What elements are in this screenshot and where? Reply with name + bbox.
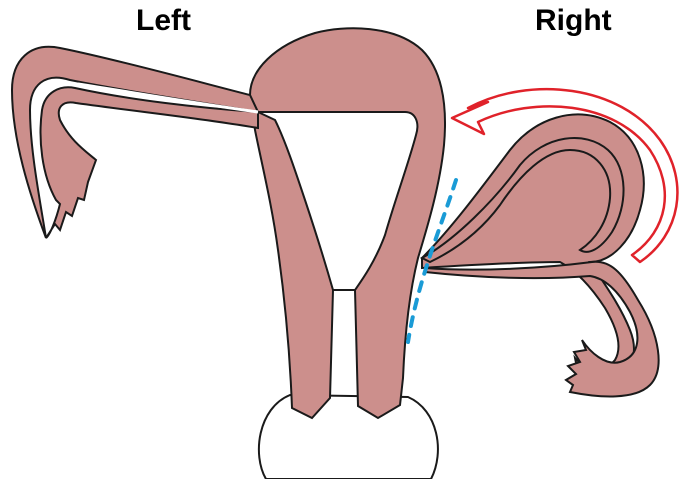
label-left: Left [136,6,191,36]
cervix-outline [259,395,438,479]
label-right: Right [535,6,612,36]
left-fallopian-tube [41,87,258,238]
